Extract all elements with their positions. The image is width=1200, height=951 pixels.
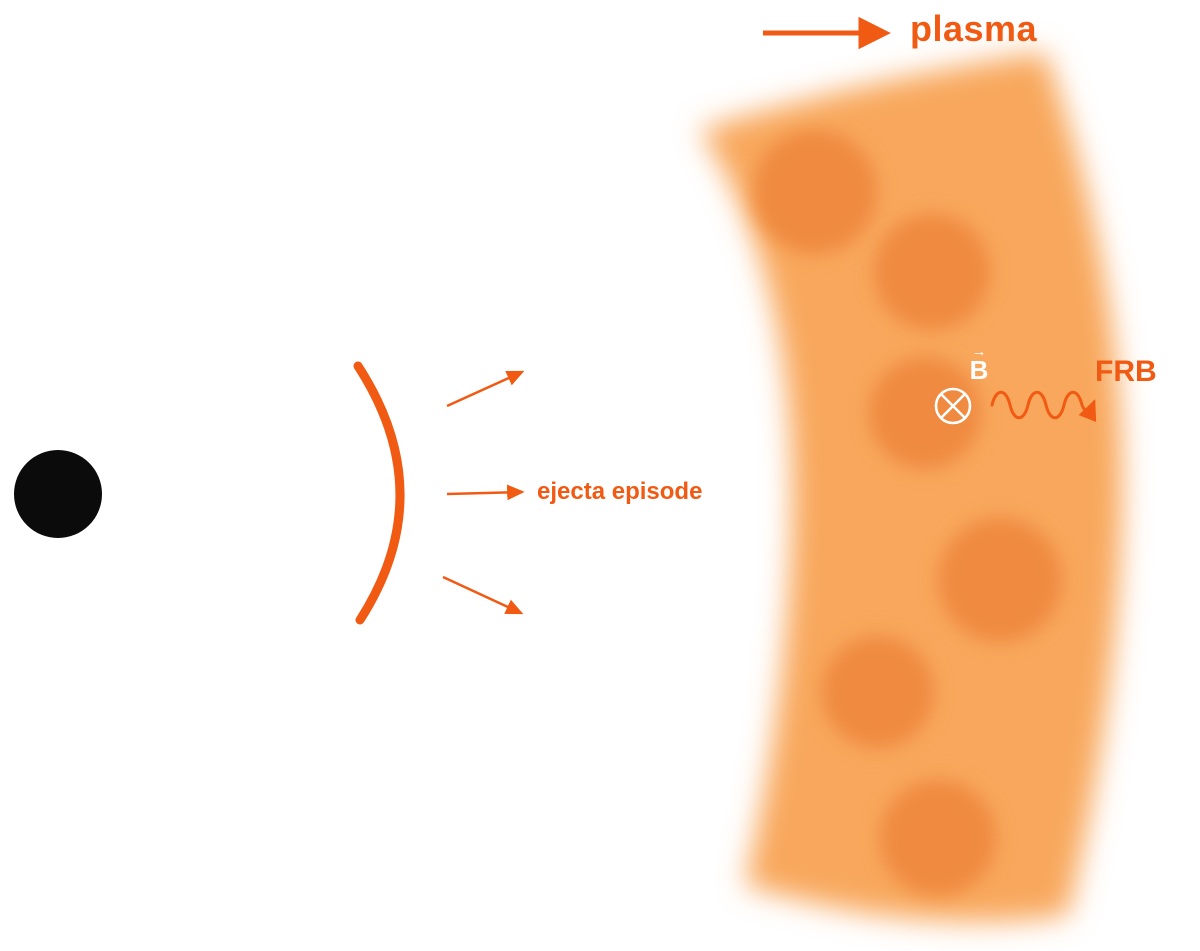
plasma-band [700,52,1122,922]
ejecta-arc [353,361,405,625]
b-field-label: → B [963,343,995,386]
plasma-blob [822,636,934,748]
ejecta-arrow-bottom [442,575,524,615]
frb-label: FRB [1095,355,1157,388]
ejecta-arrow-middle [446,484,525,501]
b-vector-arrow-icon: → [971,343,987,360]
frb-wave-arrow [990,390,1097,423]
plasma-blob [874,214,990,330]
ejecta-episode-label: ejecta episode [537,478,703,505]
compact-object [14,450,102,538]
plasma-blob [753,130,877,254]
b-field-into-page-icon [934,387,972,425]
plasma-blobs [753,130,1062,896]
plasma-blob [938,518,1062,642]
plasma-label: plasma [910,8,1038,49]
b-field-letter: B [969,355,989,386]
plasma-blob [869,357,981,469]
ejecta-arrow-top [446,370,525,408]
plasma-blob [880,780,996,896]
